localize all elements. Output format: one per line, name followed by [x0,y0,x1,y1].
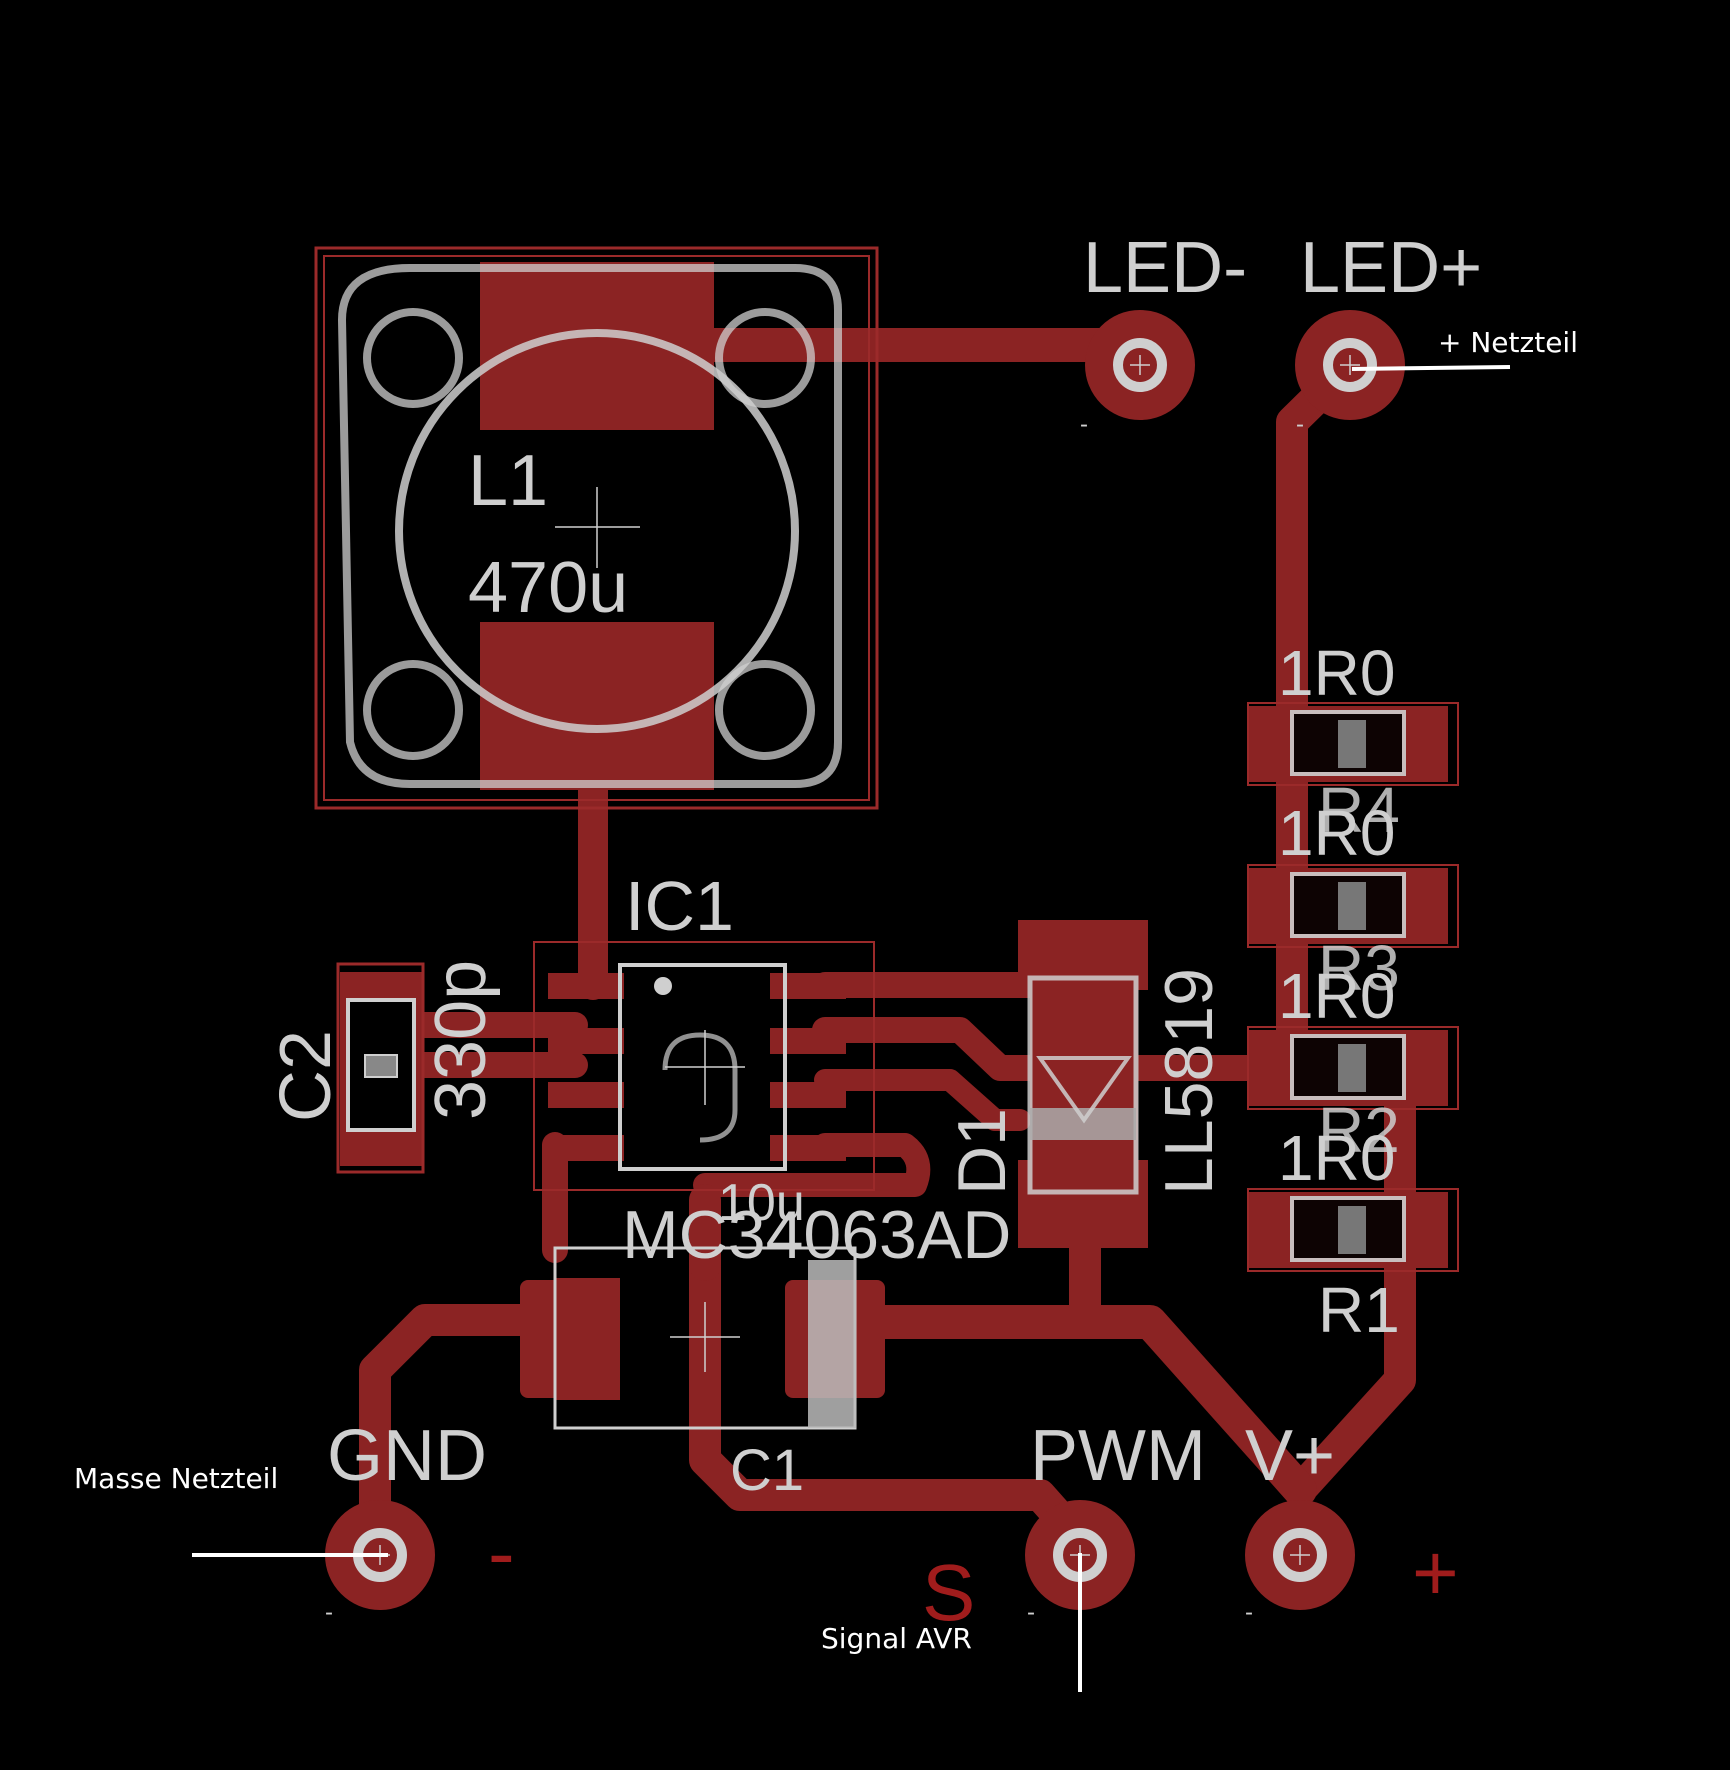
pwm-pin: - [1027,1599,1035,1626]
c1-polarity-band [808,1260,856,1428]
pwm-marker: S [922,1548,975,1637]
silkscreen-l1 [314,246,879,810]
l1-pad-bottom [480,622,714,790]
resistor-r1 [1247,1188,1459,1272]
trace-ic1-to-resistor [812,1017,1313,1081]
ic1-pin5 [770,1135,846,1161]
hole-vplus [1273,1528,1327,1582]
annotations: + Netzteil Masse Netzteil Signal AVR [74,326,1578,1692]
r4-name: R4 [1318,774,1400,846]
led-minus-pin: - [1080,411,1088,438]
l1-body-outline [337,264,842,788]
r3-value: 1R0 [1278,797,1395,869]
r3-name: R3 [1318,932,1400,1004]
copper-pads [325,262,1448,1610]
silkscreen-resistors [1247,702,1459,1272]
vplus-polarity: + [1412,1528,1459,1617]
hole-led-minus [1113,338,1167,392]
plus-supply-note: + Netzteil [1438,326,1578,359]
r4-value: 1R0 [1278,637,1395,709]
pwm-label: PWM [1030,1416,1206,1496]
ic1-pin8 [770,973,846,999]
l1-lobe-bl [363,660,463,760]
c1-name: C1 [730,1438,804,1503]
signal-note: Signal AVR [821,1622,972,1655]
l1-value: 470u [468,548,628,628]
vplus-label: V+ [1245,1416,1335,1496]
l1-lobe-tl [363,308,463,408]
c1-pad-left-inner [555,1278,620,1400]
l1-lobe-br [715,660,815,760]
ic1-pin1 [548,973,624,999]
led-plus-pin: - [1296,411,1304,438]
gnd-label: GND [327,1416,487,1496]
ic1-origin-cross [665,1030,745,1105]
trace-d1-to-vplus [843,1305,1317,1507]
copper-traces [359,328,1416,1556]
ic1-name: IC1 [625,867,734,945]
ic1-frame [533,941,875,1191]
ic1-pin7 [770,1028,846,1054]
ic1-value: MC34063AD [622,1197,1011,1273]
ic1-body [618,963,787,1171]
l1-frame-inner [323,255,870,801]
copper-labels: - S + [488,1508,1459,1637]
l1-core-circle [395,329,799,733]
resistor-r2 [1247,1026,1459,1110]
l1-name: L1 [468,441,548,521]
c2-value: 330p [421,960,501,1120]
led-plus-label: LED+ [1300,228,1482,308]
trace-c1-to-gnd [359,1304,571,1556]
plus-supply-line [1351,365,1511,371]
c2-center [364,1054,398,1078]
ic1-pin1-dot [654,977,672,995]
silkscreen-c1 [553,1246,857,1430]
gnd-polarity: - [488,1508,515,1597]
ground-supply-note: Masse Netzteil [74,1462,278,1495]
r1-name: R1 [1318,1274,1400,1346]
trace-ic1-feedback [693,1133,931,1197]
c2-frame [336,962,425,1174]
d1-pad-bottom [1018,1160,1148,1248]
d1-outline [1027,975,1139,1195]
l1-lobe-tr [715,308,815,408]
ic1-pin4 [548,1135,624,1161]
silkscreen-ic1 [533,941,875,1191]
d1-name: D1 [944,1108,1020,1195]
trace-resistors-to-vplus [1284,1064,1416,1506]
d1-cathode-band [1030,1108,1136,1140]
r1-value: 1R0 [1278,1122,1395,1194]
led-minus-label: LED- [1083,228,1247,308]
resistor-r4 [1247,702,1459,786]
silkscreen-c2 [336,962,425,1174]
pad-crosshairs [370,355,1360,1565]
l1-frame-outer [314,246,879,810]
ic1-notch [662,1032,738,1143]
ic1-pin3 [548,1082,624,1108]
l1-pad-top [480,262,714,430]
c2-name: C2 [266,1030,346,1122]
ic1-pin2 [548,1028,624,1054]
vplus-pin: - [1245,1599,1253,1626]
ic1-pin6 [770,1082,846,1108]
resistor-r3 [1247,864,1459,948]
silkscreen-labels: L1 470u IC1 MC34063AD C2 330p D1 LL5819 … [266,228,1482,1626]
c1-value: 10u [718,1174,805,1232]
r2-value: 1R0 [1278,960,1395,1032]
silkscreen-d1 [1027,975,1139,1195]
l1-origin-cross [555,487,640,568]
d1-value: LL5819 [1151,968,1227,1195]
d1-triangle-icon [1036,1056,1132,1124]
trace-ic1-to-d1-b [814,1069,1031,1131]
r2-name: R2 [1318,1094,1400,1166]
c1-origin-cross [670,1302,740,1372]
hole-led-plus [1323,338,1377,392]
gnd-pin: - [325,1599,333,1626]
